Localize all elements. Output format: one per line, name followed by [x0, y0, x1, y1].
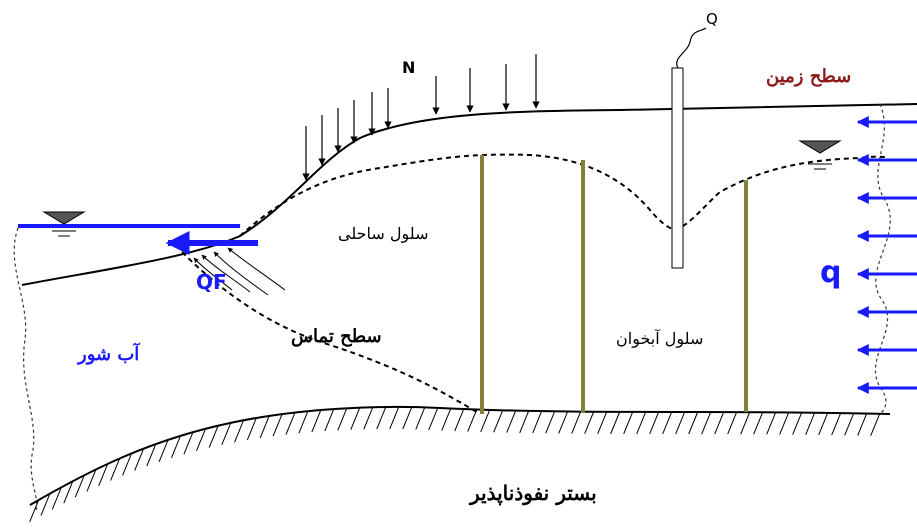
ground-surface-line — [21, 103, 917, 286]
saline-boundary-line — [13, 227, 38, 511]
water-table-marker-icon-inland — [798, 140, 842, 170]
coastal-outflow-label: QF — [196, 270, 227, 294]
aquifer-cell-label: سلول آبخوان — [616, 329, 704, 348]
lateral-inflow-arrows — [856, 116, 917, 394]
coastal-cell-label: سلول ساحلی — [338, 224, 429, 243]
interface-line — [181, 251, 481, 415]
pumping-well — [671, 67, 684, 269]
impermeable-bed-line — [29, 405, 891, 506]
recharge-label: N — [402, 58, 416, 77]
impermeable-bed-hatch — [29, 406, 881, 523]
impermeable-bed-label: بستر نفوذناپذیر — [470, 481, 597, 505]
well-discharge-label: Q — [706, 10, 718, 28]
outflow-small-arrows — [193, 247, 286, 296]
ground-surface-label: سطح زمین — [766, 66, 852, 87]
water-table-marker-icon-sea — [42, 211, 86, 237]
lateral-inflow-label: q — [820, 255, 842, 290]
water-table-line — [239, 153, 886, 237]
inflow-boundary-line — [874, 103, 891, 415]
interface-label: سطح تماس — [291, 326, 382, 347]
recharge-arrows — [302, 54, 540, 181]
saline-water-label: آب شور — [78, 344, 140, 365]
well-pipe — [676, 27, 707, 69]
